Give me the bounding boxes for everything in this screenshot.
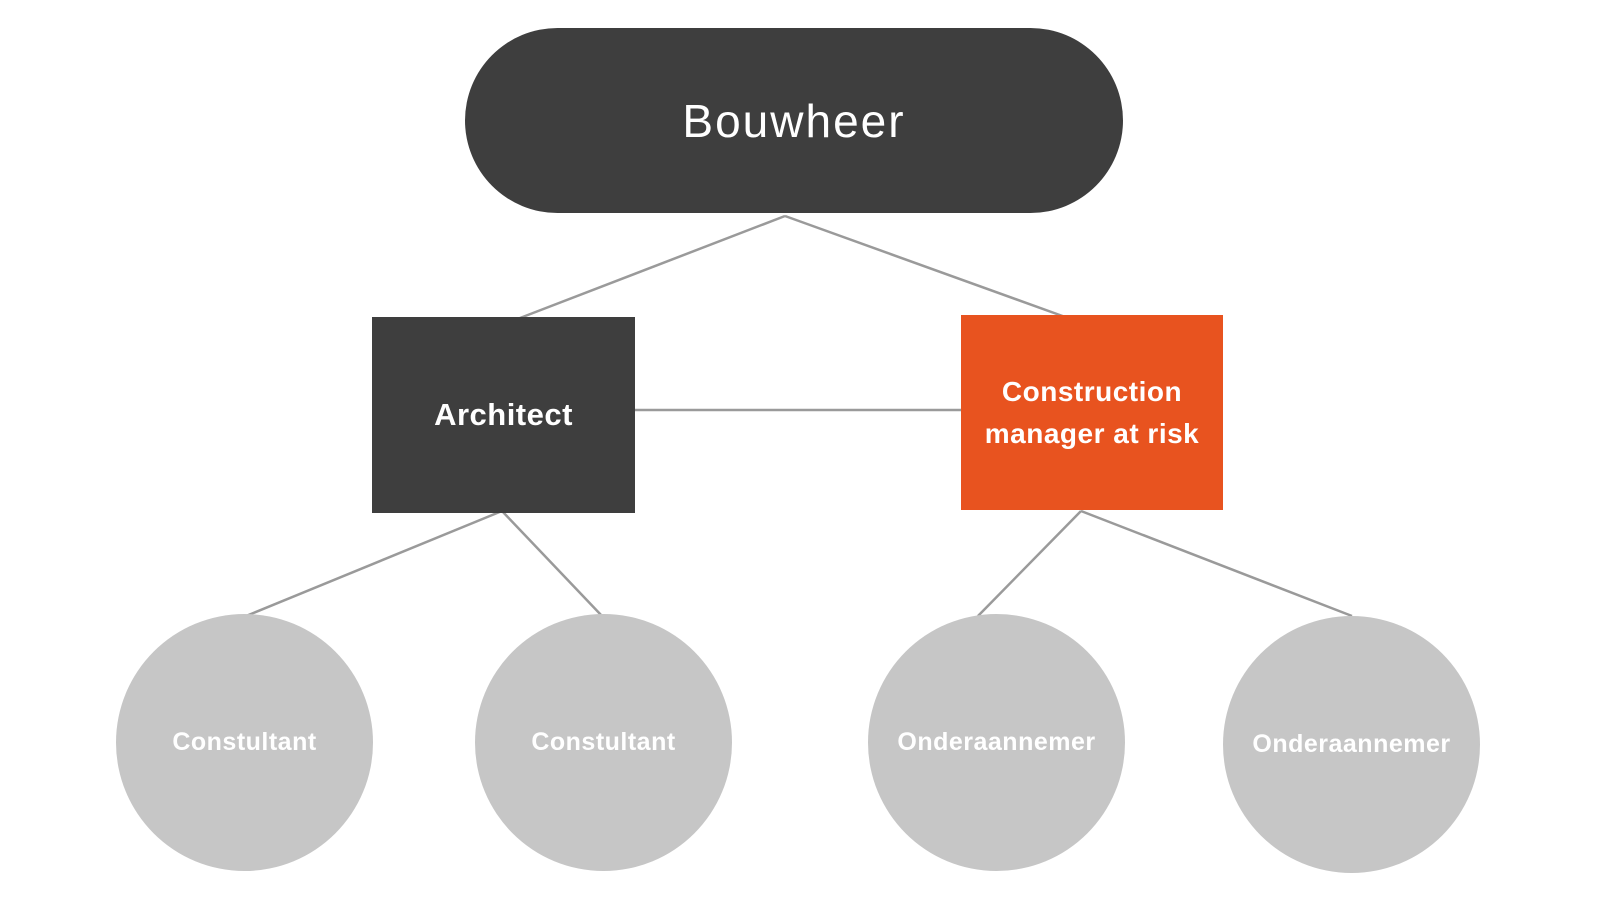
node-subcontractor-2-label: Onderaannemer [1252,730,1451,758]
node-architect: Architect [372,317,635,513]
connector-construction-manager-subcontractor-2 [1080,509,1353,618]
node-consultant-1-label: Constultant [172,728,317,756]
connector-bouwheer-architect [519,214,786,320]
node-construction-manager-at-risk: Construction manager at risk [961,315,1223,510]
node-construction-manager-at-risk-label: Construction manager at risk [984,375,1200,449]
node-consultant-2: Constultant [475,614,732,871]
connector-bouwheer-construction-manager [784,214,1069,320]
node-subcontractor-2: Onderaannemer [1223,616,1480,873]
node-consultant-2-label: Constultant [531,728,676,756]
connector-architect-consultant-1 [245,509,503,618]
node-bouwheer: Bouwheer [465,28,1123,213]
connector-architect-consultant-2 [501,510,603,617]
node-subcontractor-1-label: Onderaannemer [897,728,1096,756]
node-bouwheer-label: Bouwheer [682,94,906,147]
connector-construction-manager-subcontractor-1 [977,510,1082,617]
node-consultant-1: Constultant [116,614,373,871]
node-subcontractor-1: Onderaannemer [868,614,1125,871]
node-architect-label: Architect [434,397,573,432]
